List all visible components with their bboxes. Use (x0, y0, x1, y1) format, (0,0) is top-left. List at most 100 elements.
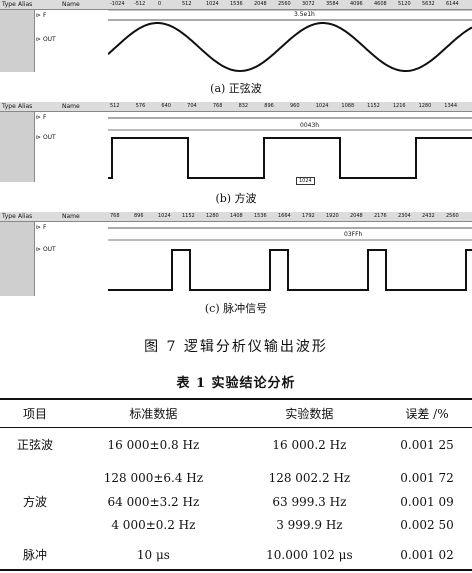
cell: 3 999.9 Hz (276, 518, 343, 532)
cell: 128 002.2 Hz (268, 471, 351, 485)
time-tick-label: 960 (290, 103, 300, 109)
cell (0, 461, 70, 489)
bus-value: 03FFh (344, 231, 363, 238)
time-tick-label: 2304 (398, 213, 411, 219)
time-tick-label: 2048 (254, 1, 267, 7)
cell: 0.001 09 (400, 494, 454, 509)
table-row: 脉冲 10 μs 10.000 102 μs 0.001 02 (0, 536, 472, 571)
cell: 63 999.3 Hz (272, 494, 347, 509)
alias-column: Alias (18, 103, 33, 110)
cell: 0.001 02 (382, 536, 472, 571)
time-tick-label: 2432 (422, 213, 435, 219)
table-header-row: 项目 标准数据 实验数据 误差 /% (0, 398, 472, 428)
pulse-waveform (108, 227, 472, 291)
time-tick-label: 512 (182, 1, 192, 7)
time-tick-label: 2560 (446, 213, 459, 219)
time-tick-label: 704 (187, 103, 197, 109)
time-tick-label: 0 (158, 1, 162, 7)
time-tick-label: 3072 (302, 1, 315, 7)
header-error: 误差 /% (382, 398, 472, 428)
time-tick-label: 768 (212, 103, 223, 109)
time-tick-label: 5632 (422, 1, 435, 7)
cell: 10.000 102 μs (236, 536, 382, 571)
time-tick-label: 2048 (350, 213, 363, 219)
name-column: Name (62, 213, 80, 220)
cell: 128 000±6.4 Hz (103, 471, 204, 485)
time-tick-label: 1664 (278, 213, 291, 219)
time-tick-label: 1024 (206, 1, 219, 7)
time-tick-label: 832 (238, 103, 249, 109)
time-tick-label: 1920 (326, 213, 339, 219)
time-tick-label: 4096 (350, 1, 363, 7)
time-tick-label: 1408 (230, 213, 243, 219)
signal-out[interactable]: ⊳ OUT (36, 36, 56, 43)
time-tick-label: 1344 (444, 103, 458, 109)
cell: 脉冲 (0, 536, 70, 571)
time-ticks: -1024 -512 0 512 1024 1536 2048 2560 3072 3584 409… (110, 1, 470, 9)
time-tick-label: 6144 (446, 1, 459, 7)
table-row: 128 000±6.4 Hz 128 002.2 Hz 0.001 72 (0, 461, 472, 489)
time-tick-label: 896 (264, 103, 274, 109)
signal-out[interactable]: ⊳ OUT (36, 246, 56, 253)
signal-f[interactable]: ⊳ F (36, 12, 47, 19)
type-sidebar (0, 222, 35, 296)
time-tick-label: 2176 (374, 213, 387, 219)
time-tick-label: 1280 (206, 213, 219, 219)
cell: 0.002 50 (400, 518, 454, 532)
square-waveform (108, 117, 472, 179)
time-tick-label: -512 (134, 1, 146, 7)
time-tick-label: 576 (135, 103, 146, 109)
time-tick-label: 896 (134, 213, 144, 219)
cell: 0.001 72 (400, 471, 454, 485)
cell: 16 000.2 Hz (272, 437, 347, 452)
cell (0, 514, 70, 536)
signal-out[interactable]: ⊳ OUT (36, 134, 56, 141)
time-tick-label: 512 (110, 103, 120, 109)
time-tick-label: 1792 (302, 213, 315, 219)
cell: 方波 (22, 495, 47, 509)
header-item: 项目 (0, 398, 70, 428)
time-tick-label: 2560 (278, 1, 291, 7)
figure-title: 图 7 逻辑分析仪输出波形 (144, 339, 328, 355)
bus-value: 0043h (300, 122, 320, 129)
type-column: Type (2, 103, 16, 110)
bus-value: 3.5e1h (294, 11, 315, 18)
cell: 正弦波 (16, 438, 53, 452)
time-tick-label: 4608 (374, 1, 387, 7)
type-sidebar (0, 10, 35, 72)
table-row: 4 000±0.2 Hz 3 999.9 Hz 0.002 50 (0, 514, 472, 536)
table-title: 表 1 实验结论分析 (176, 376, 296, 391)
table-row: 方波 64 000±3.2 Hz 63 999.3 Hz 0.001 09 (0, 489, 472, 514)
time-tick-label: 5120 (398, 1, 411, 7)
table-row: 正弦波 16 000±0.8 Hz 16 000.2 Hz 0.001 25 (0, 428, 472, 462)
name-column: Name (62, 1, 80, 8)
results-table: 项目 标准数据 实验数据 误差 /% 正弦波 16 000±0.8 Hz 16 … (0, 398, 472, 571)
time-tick-label: 1536 (230, 1, 243, 7)
cell: 10 μs (70, 536, 237, 571)
type-sidebar (0, 112, 35, 182)
time-marker: 1024 (296, 177, 315, 185)
type-column: Type (2, 213, 16, 220)
type-column: Type (2, 1, 16, 8)
caption-a: (a) 正弦波 (210, 82, 262, 95)
caption-b: (b) 方波 (215, 192, 257, 205)
caption-c: (c) 脉冲信号 (204, 302, 268, 315)
signal-f[interactable]: ⊳ F (36, 114, 47, 121)
time-tick-label: -1024 (110, 1, 125, 7)
header-standard: 标准数据 (70, 398, 237, 428)
time-tick-label: 640 (161, 103, 171, 109)
sine-waveform (108, 9, 472, 72)
time-tick-label: 1216 (392, 103, 406, 109)
cell: 16 000±0.8 Hz (107, 437, 200, 452)
time-tick-label: 1536 (254, 213, 267, 219)
signal-f[interactable]: ⊳ F (36, 224, 47, 231)
alias-column: Alias (18, 213, 33, 220)
cell: 64 000±3.2 Hz (107, 494, 200, 509)
time-tick-label: 1088 (341, 103, 355, 109)
time-tick-label: 3584 (326, 1, 339, 7)
